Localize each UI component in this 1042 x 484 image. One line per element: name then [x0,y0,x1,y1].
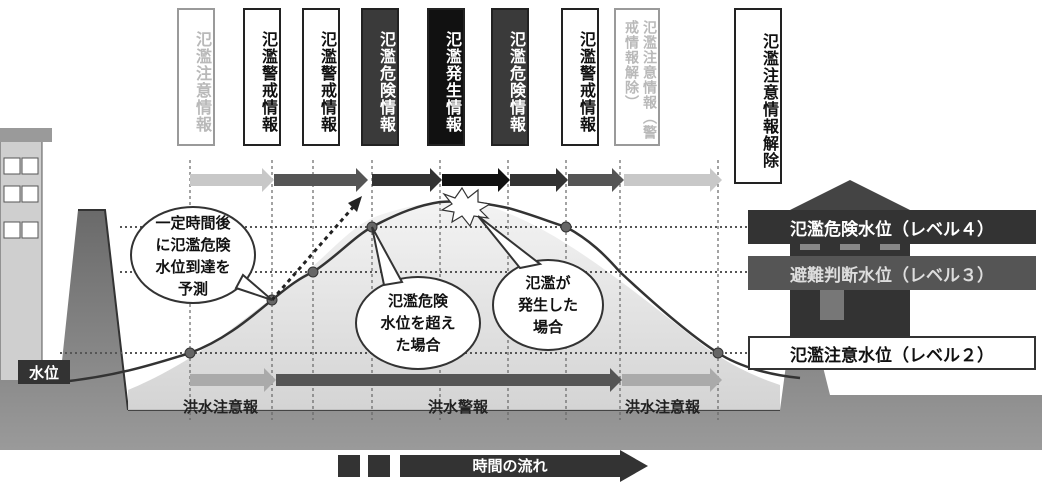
left-building [0,128,52,401]
water-level-curve [59,200,801,384]
time-flow-label: 時間の流れ [472,457,548,475]
info-card-warning: 氾濫警戒情報 [243,8,281,146]
time-flow-arrow [338,450,648,482]
level2-label: 氾濫注意水位（レベル２） [748,336,1036,370]
level3-label: 避難判断水位（レベル３） [748,256,1036,290]
band-flood-warning: 洪水警報 [428,398,489,416]
band-flood-advisory-left: 洪水注意報 [183,398,259,416]
info-card-notice-release-warning: 氾濫注意情報（警戒情報解除） [614,8,660,146]
info-card-danger: 氾濫危険情報 [361,8,399,146]
bubble-flood-text: 氾濫が 発生した 場合 [517,274,578,336]
band-flood-advisory-right: 洪水注意報 [625,398,701,416]
info-card-warning: 氾濫警戒情報 [561,8,599,146]
info-card-notice: 氾濫注意情報 [177,8,215,146]
bubble-predict-text: 一定時間後 に氾濫危険 水位到達を 予測 [155,214,231,298]
water-level-label: 水位 [28,364,59,382]
info-card-danger: 氾濫危険情報 [491,8,529,146]
info-arrow-row [190,168,722,192]
bubble-predict [130,206,273,304]
bubble-flood [477,215,604,351]
info-card-notice-release: 氾濫注意情報解除 [734,8,782,184]
bubble-exceed [355,226,481,370]
info-card-flood-occurrence: 氾濫発生情報 [427,8,465,146]
river-channel [0,210,1042,450]
bubble-exceed-text: 氾濫危険 水位を超え た場合 [380,292,456,354]
warning-band-arrows [190,368,722,392]
level4-label: 氾濫危険水位（レベル４） [748,210,1036,244]
info-card-warning: 氾濫警戒情報 [302,8,340,146]
